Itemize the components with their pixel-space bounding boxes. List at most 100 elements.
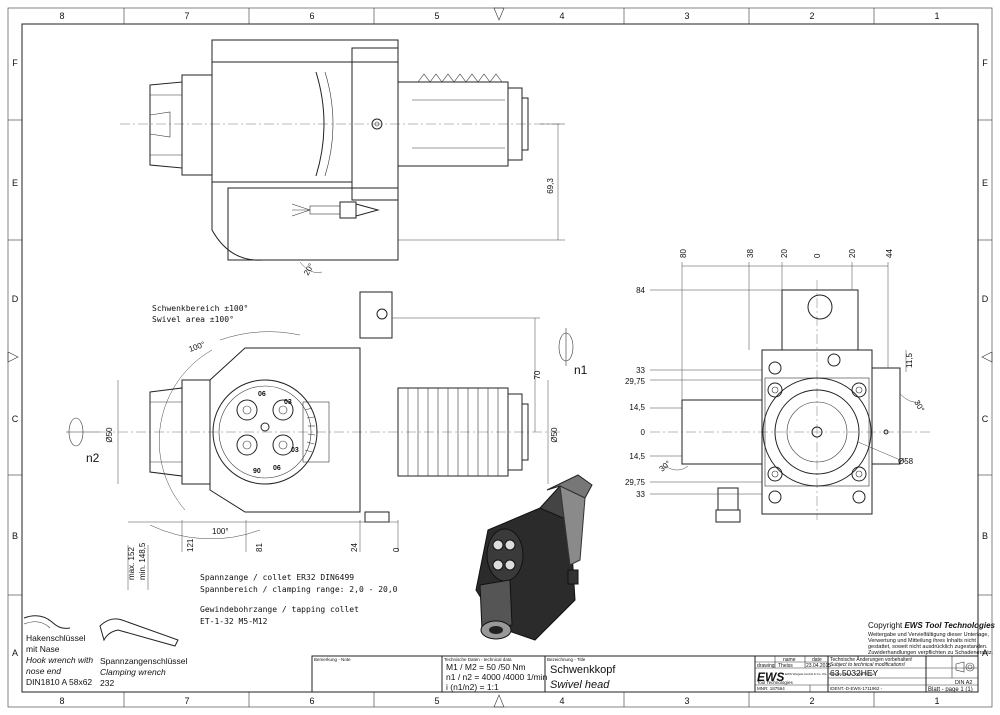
dim-left-29-75a: 29,75 [625, 377, 646, 386]
dim-left-84: 84 [636, 286, 645, 295]
col-label: 5 [434, 696, 439, 706]
tb-title-en: Swivel head [550, 679, 610, 691]
rotation-n1: n1 [574, 363, 588, 377]
dim-81: 81 [255, 543, 264, 552]
col-label: 2 [809, 11, 814, 21]
note-collet-1: Spannzange / collet ER32 DIN6499 [200, 573, 354, 582]
ews-logo: EWS [757, 670, 784, 684]
dim-top-20b: 20 [848, 249, 857, 258]
tb-sheet: Blatt - page 1 (1) [928, 687, 973, 693]
front-view: 80 38 20 0 20 44 84 33 29,75 14,5 0 14,5… [625, 249, 930, 523]
clamp-no: 232 [100, 678, 114, 688]
col-label: 8 [59, 696, 64, 706]
copyright-line: Weitergabe und Vervielfältigung dieser U… [868, 632, 989, 638]
side-view: 100° 100° 06 03 03 06 90 [66, 291, 588, 590]
copyright-title: Copyright EWS Tool Technologies [868, 621, 996, 630]
row-label: D [982, 294, 989, 304]
row-label: D [12, 294, 19, 304]
center-mark-top [493, 7, 505, 21]
col-label: 3 [684, 11, 689, 21]
dim-top-44: 44 [885, 249, 894, 258]
dial-label: 03 [291, 447, 299, 454]
dim-right-11-5: 11,5 [905, 352, 914, 368]
tb-tech-label: Technische Daten - technical data [444, 657, 512, 662]
hook-en-2: nose end [26, 666, 61, 676]
dial-label: 06 [273, 465, 281, 472]
dim-angle-20: 20° [302, 262, 316, 277]
dim-d50-right: Ø50 [550, 427, 559, 443]
dim-left-33b: 33 [636, 490, 645, 499]
row-label: E [12, 178, 18, 188]
dim-top-0: 0 [813, 253, 822, 258]
dial-label: 03 [284, 399, 292, 406]
tb-format: DIN A2 [955, 680, 972, 686]
rotation-n2: n2 [86, 451, 100, 465]
tb-note-label: Bemerkung - Note [314, 657, 351, 662]
hook-de-1: Hakenschlüssel [26, 633, 86, 643]
dim-min-148-5: min. 148,5 [138, 542, 147, 580]
copyright-line: Verwertung und Mitteilung ihres Inhalts … [868, 638, 976, 644]
dim-angle-100-top: 100° [188, 340, 207, 354]
tb-col-date: date [812, 657, 822, 663]
col-label: 1 [934, 11, 939, 21]
tb-torque: M1 / M2 = 50 /50 Nm [446, 662, 526, 672]
row-label: A [12, 648, 18, 658]
clamp-en: Clamping wrench [100, 667, 166, 677]
dim-top-38: 38 [746, 249, 755, 258]
dim-24: 24 [350, 543, 359, 552]
col-label: 4 [559, 11, 564, 21]
col-label: 6 [309, 11, 314, 21]
clamping-wrench-drawing [99, 618, 179, 647]
row-label: F [982, 58, 988, 68]
tb-ident: IDENT.-D-EWS-1711962 - [830, 686, 883, 691]
col-label: 4 [559, 696, 564, 706]
top-view: 69,3 20° [120, 39, 565, 277]
tb-title-de: Schwenkkopf [550, 664, 616, 676]
dim-max-152: max. 152 [127, 547, 136, 580]
tb-change-en: Subject to technical modifications! [830, 662, 906, 668]
row-label: F [12, 58, 18, 68]
note-tapping-2: ET-1-32 M5-M12 [200, 617, 268, 626]
dim-69-3: 69,3 [546, 178, 555, 194]
tb-drawn-date: 23.04.2015 [806, 663, 831, 669]
row-label: E [982, 178, 988, 188]
dim-left-14-5b: 14,5 [629, 452, 645, 461]
tb-title-label: Bezeichnung - Title [547, 657, 586, 662]
center-mark-left [7, 351, 19, 363]
dim-angle-100-bottom: 100° [212, 527, 229, 536]
tb-address: EWS Weigele GmbH & Co. KG · Maybachstraß… [785, 672, 876, 676]
col-label: 5 [434, 11, 439, 21]
col-label: 6 [309, 696, 314, 706]
tb-row-drawing: drawing [757, 663, 775, 669]
dim-left-14-5a: 14,5 [629, 403, 645, 412]
tb-drawn-name: Theiss [778, 663, 793, 669]
col-label: 1 [934, 696, 939, 706]
note-collet-2: Spannbereich / clamping range: 2,0 - 20,… [200, 585, 398, 594]
center-mark-right [981, 351, 993, 363]
copyright-line: gestattet, soweit nicht ausdrücklich zug… [868, 644, 988, 650]
col-label: 2 [809, 696, 814, 706]
dim-right-30: 30° [912, 399, 926, 414]
dim-d50-left: Ø50 [105, 427, 114, 443]
dim-diameter-58: Ø58 [898, 457, 914, 466]
dim-top-80: 80 [679, 249, 688, 258]
note-tapping-1: Gewindebohrzange / tapping collet [200, 605, 359, 614]
dim-0: 0 [392, 547, 401, 552]
dim-top-20a: 20 [780, 249, 789, 258]
dial-label: 90 [253, 468, 261, 475]
grid-ticks [8, 8, 992, 707]
tb-ratio: i (n1/n2) = 1:1 [446, 682, 499, 692]
hook-wrench-drawing [23, 615, 71, 629]
tb-col-name: name [783, 657, 796, 663]
col-label: 8 [59, 11, 64, 21]
dim-left-29-75b: 29,75 [625, 478, 646, 487]
dim-left-0: 0 [641, 428, 646, 437]
col-label: 3 [684, 696, 689, 706]
ews-logo-sub: Tool Technologies [757, 680, 793, 685]
tb-mnr: MNR: 187564 [757, 686, 785, 691]
row-label: A [982, 648, 988, 658]
hook-std: DIN1810 A 58x62 [26, 677, 92, 687]
row-label: C [12, 414, 19, 424]
center-mark-bottom [493, 694, 505, 708]
